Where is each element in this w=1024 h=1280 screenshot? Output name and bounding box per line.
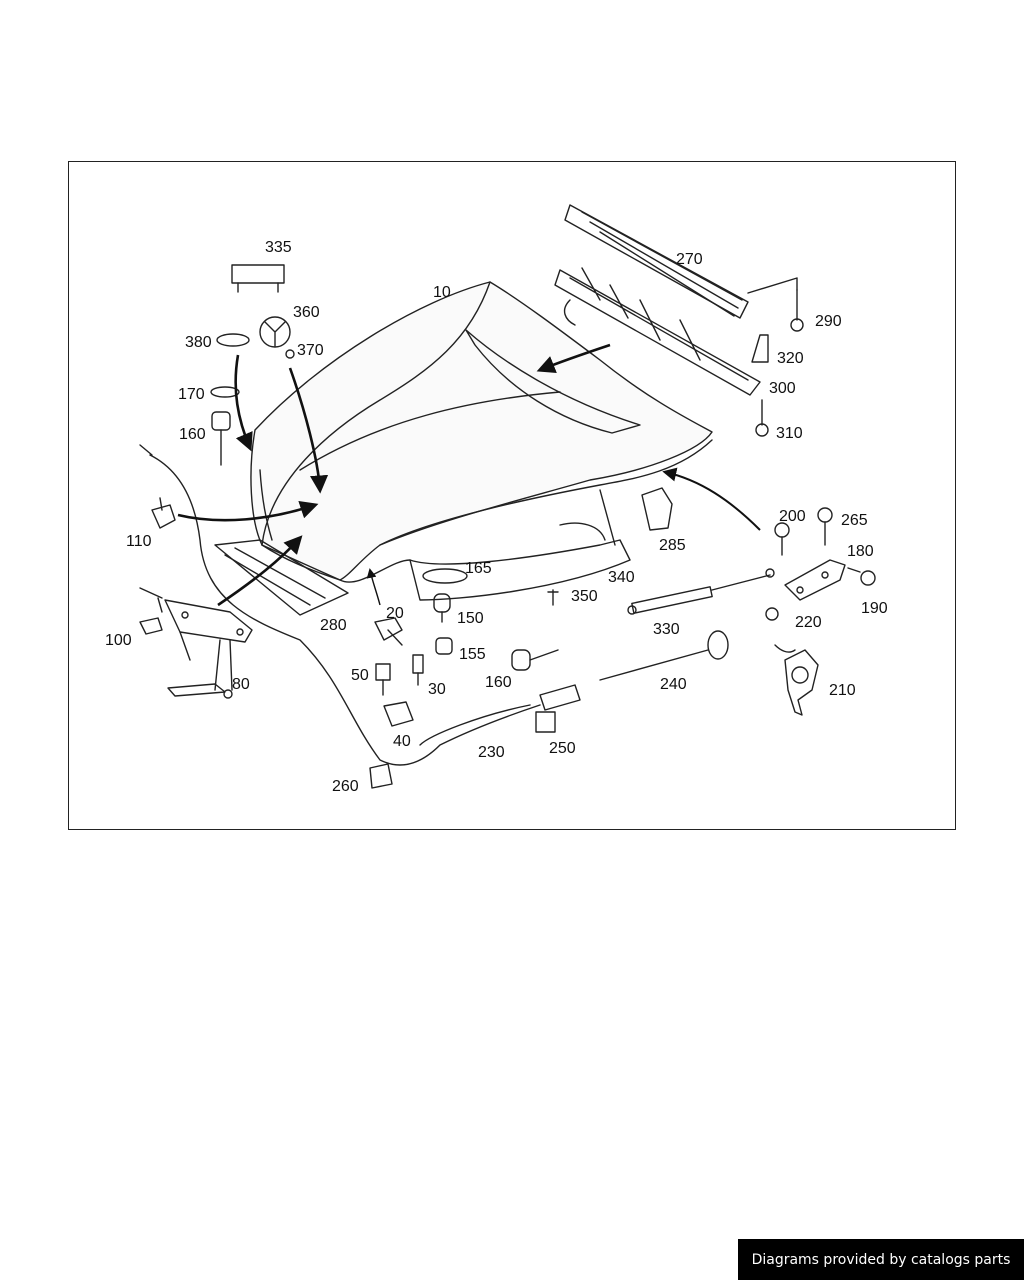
part-label-300: 300 <box>769 380 796 397</box>
part-label-160-right: 160 <box>485 674 512 691</box>
part-label-350: 350 <box>571 588 598 605</box>
part-label-260: 260 <box>332 778 359 795</box>
arrow-110-to-hood <box>177 500 319 522</box>
part-label-200: 200 <box>779 508 806 525</box>
hood-hinge <box>784 559 846 601</box>
credit-banner: Diagrams provided by catalogs parts <box>738 1239 1024 1280</box>
part-label-190: 190 <box>861 600 888 617</box>
hood-cable <box>139 444 541 766</box>
part-label-380: 380 <box>185 334 212 351</box>
part-label-160-left: 160 <box>179 426 206 443</box>
hood-lock <box>164 599 253 699</box>
part-label-340: 340 <box>608 569 635 586</box>
part-label-335: 335 <box>265 239 292 256</box>
part-label-270: 270 <box>676 251 703 268</box>
part-label-310: 310 <box>776 425 803 442</box>
part-label-265: 265 <box>841 512 868 529</box>
part-label-285: 285 <box>659 537 686 554</box>
release-cable <box>419 630 729 746</box>
part-label-155: 155 <box>459 646 486 663</box>
part-label-290: 290 <box>815 313 842 330</box>
cowl-grille <box>554 204 761 396</box>
release-handle <box>774 644 819 716</box>
front-crossmember <box>214 539 349 616</box>
part-label-40: 40 <box>393 733 411 750</box>
part-label-10: 10 <box>433 284 451 301</box>
part-label-150: 150 <box>457 610 484 627</box>
hood-panel <box>250 281 713 601</box>
arrow-80-to-hood <box>217 535 303 607</box>
part-label-80: 80 <box>232 676 250 693</box>
part-label-250: 250 <box>549 740 576 757</box>
arrow-370-to-hood <box>288 367 329 494</box>
arrow-380-to-hood <box>234 354 253 452</box>
diagram-frame <box>68 161 956 830</box>
part-label-180: 180 <box>847 543 874 560</box>
part-label-30: 30 <box>428 681 446 698</box>
arrow-300-to-hood <box>536 343 611 374</box>
part-label-210: 210 <box>829 682 856 699</box>
part-label-280: 280 <box>320 617 347 634</box>
part-label-240: 240 <box>660 676 687 693</box>
part-labels: 10 20 30 40 50 80 100 110 150 155 160 16… <box>105 239 888 795</box>
fasteners <box>139 264 876 789</box>
part-label-320: 320 <box>777 350 804 367</box>
part-label-20: 20 <box>386 605 404 622</box>
part-label-110: 110 <box>126 533 152 550</box>
part-label-165: 165 <box>465 560 492 577</box>
gas-strut <box>627 568 775 615</box>
part-label-360: 360 <box>293 304 320 321</box>
arrow-180-to-hood <box>662 467 761 531</box>
part-label-50: 50 <box>351 667 369 684</box>
part-label-370: 370 <box>297 342 324 359</box>
part-label-220: 220 <box>795 614 822 631</box>
credit-text: Diagrams provided by catalogs parts <box>751 1251 1011 1268</box>
arrow-20-to-hood <box>366 568 381 606</box>
part-label-230: 230 <box>478 744 505 761</box>
part-label-100: 100 <box>105 632 132 649</box>
part-label-330: 330 <box>653 621 680 638</box>
part-label-170: 170 <box>178 386 205 403</box>
